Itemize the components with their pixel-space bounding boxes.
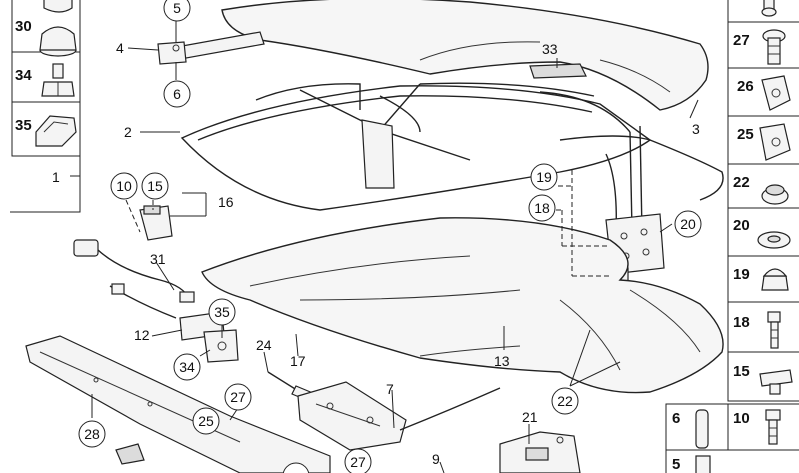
cap-plug-icon bbox=[39, 26, 77, 57]
right-panel-item-10-number: 10 bbox=[733, 410, 750, 427]
right-parts-panel: 27 26 25 22 20 19 bbox=[665, 0, 799, 473]
part-4-lever bbox=[157, 31, 265, 65]
left-parts-panel: 30 34 35 1 bbox=[10, 0, 81, 213]
right-panel-item-6-number: 6 bbox=[672, 410, 680, 427]
grommet-22-icon bbox=[761, 184, 789, 205]
callout-22: 22 bbox=[557, 393, 573, 409]
callout-21: 21 bbox=[522, 409, 538, 425]
screw-10-icon bbox=[765, 409, 781, 445]
part-2-frame bbox=[180, 82, 724, 233]
callout-3: 3 bbox=[692, 121, 700, 137]
callout-25: 25 bbox=[198, 413, 214, 429]
left-panel-item-35-number: 35 bbox=[15, 117, 32, 134]
callout-34: 34 bbox=[179, 359, 195, 375]
callout-2: 2 bbox=[124, 124, 132, 140]
right-panel-item-18-number: 18 bbox=[733, 314, 750, 331]
bolt-18-icon bbox=[767, 311, 781, 349]
right-panel-item-20-number: 20 bbox=[733, 217, 750, 234]
right-panel-item-25-number: 25 bbox=[737, 126, 754, 143]
callout-18: 18 bbox=[534, 200, 550, 216]
callout-1: 1 bbox=[52, 169, 60, 185]
pin-6-icon bbox=[695, 409, 709, 449]
rubber-pad-icon bbox=[35, 115, 77, 147]
clip-nut-26-icon bbox=[761, 75, 791, 111]
callouts: 5 6 4 2 3 33 10 15 16 31 12 35 34 24 17 bbox=[78, 0, 702, 473]
callout-17: 17 bbox=[290, 353, 306, 369]
screw-27-icon bbox=[762, 29, 786, 65]
callout-4: 4 bbox=[116, 40, 124, 56]
part-16-bracket bbox=[139, 205, 173, 241]
cap-nut-19-icon bbox=[761, 268, 789, 291]
right-panel-item-27-number: 27 bbox=[733, 32, 750, 49]
left-panel-item-34-number: 34 bbox=[15, 67, 32, 84]
callout-15: 15 bbox=[147, 178, 163, 194]
washer-20-icon bbox=[757, 231, 791, 249]
part-31-cable bbox=[73, 239, 195, 319]
callout-27-lower: 27 bbox=[350, 454, 366, 470]
callout-6: 6 bbox=[173, 86, 181, 102]
screw-top-icon bbox=[761, 0, 777, 17]
callout-28: 28 bbox=[84, 426, 100, 442]
callout-19: 19 bbox=[536, 169, 552, 185]
right-panel-item-15-number: 15 bbox=[733, 363, 750, 380]
callout-5: 5 bbox=[173, 0, 181, 16]
right-panel-item-5-number: 5 bbox=[672, 456, 680, 473]
part-33-pad bbox=[529, 63, 587, 79]
leader-lines bbox=[91, 20, 699, 473]
callout-12: 12 bbox=[134, 327, 150, 343]
callout-35: 35 bbox=[214, 304, 230, 320]
hex-nut-stud-icon bbox=[41, 63, 75, 97]
part-3-hood-cover bbox=[221, 0, 709, 111]
part-13-soft-top bbox=[201, 217, 724, 394]
callout-33: 33 bbox=[542, 41, 558, 57]
callout-27-upper: 27 bbox=[230, 389, 246, 405]
right-panel-item-22-number: 22 bbox=[733, 174, 750, 191]
right-panel-item-19-number: 19 bbox=[733, 266, 750, 283]
callout-13: 13 bbox=[494, 353, 510, 369]
callout-24: 24 bbox=[256, 337, 272, 353]
callout-7: 7 bbox=[386, 381, 394, 397]
callout-31: 31 bbox=[150, 251, 166, 267]
clip-nut-25-icon bbox=[759, 123, 791, 161]
part-28-rail bbox=[25, 335, 331, 473]
callout-20: 20 bbox=[680, 216, 696, 232]
left-panel-item-30-number: 30 bbox=[15, 18, 32, 35]
part-7-lock bbox=[297, 381, 501, 451]
part-21-bracket bbox=[499, 431, 581, 473]
callout-16: 16 bbox=[218, 194, 234, 210]
bolt-5-icon bbox=[695, 455, 711, 473]
plug-15-icon bbox=[759, 369, 793, 395]
callout-10: 10 bbox=[116, 178, 132, 194]
callout-9: 9 bbox=[432, 451, 440, 467]
right-panel-item-26-number: 26 bbox=[737, 78, 754, 95]
